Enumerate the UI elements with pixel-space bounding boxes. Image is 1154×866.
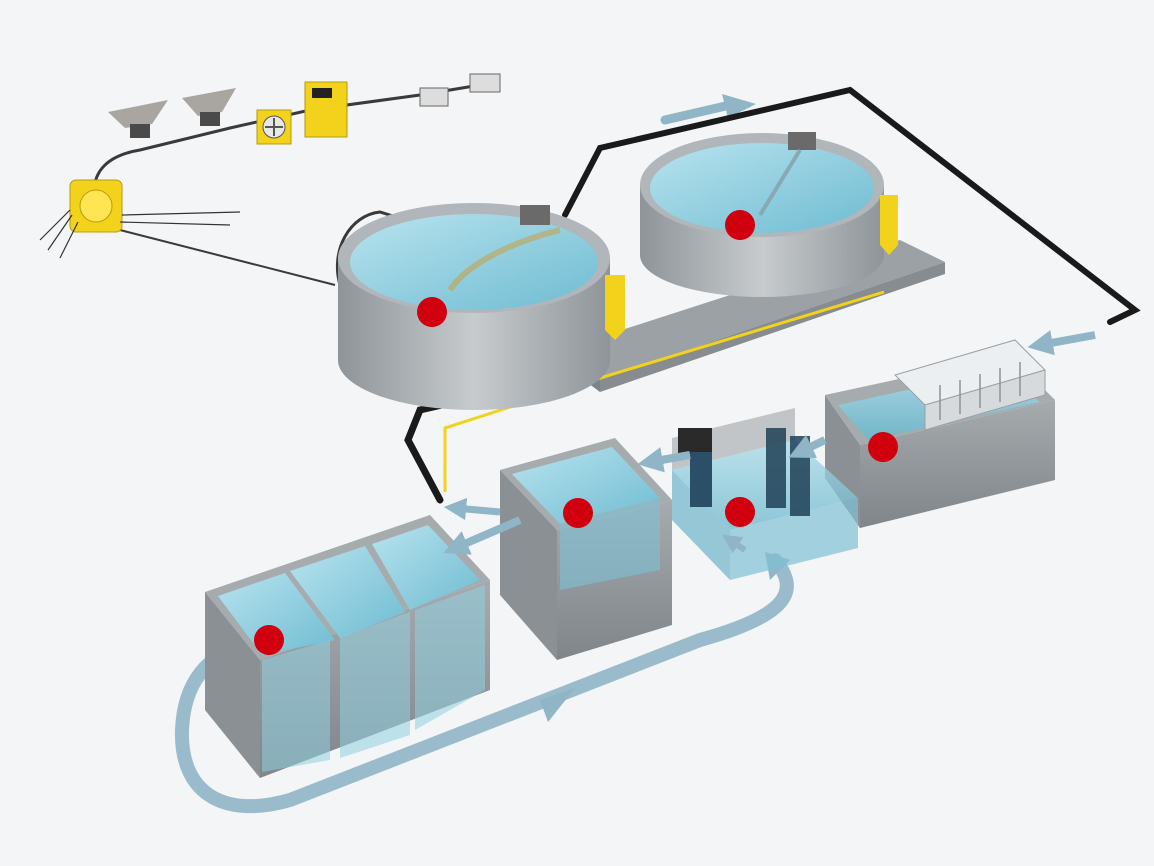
biofilter-box [205,515,490,778]
flow-arrows [443,330,1096,555]
yellow-lamp-icon [39,179,241,259]
control-panel-icon [304,81,348,138]
markers-layer [254,210,898,655]
fan-box-icon [256,109,292,145]
marker-pump-sump-icon[interactable] [725,497,755,527]
top-flow-arrow [660,94,756,125]
marker-tank-1-icon[interactable] [417,297,447,327]
rotary-drum-filter-icon [894,339,1046,431]
marker-biofilter-icon[interactable] [254,625,284,655]
marker-drum-filter-icon[interactable] [868,432,898,462]
round-tank-right [640,132,884,297]
standpipe-icon [605,195,898,340]
feeder-hopper-icon [108,88,236,138]
pump-icon [678,428,712,507]
sump-box [500,438,672,660]
marker-tank-2-icon[interactable] [725,210,755,240]
laptop-icon [419,73,501,107]
marker-sump-icon[interactable] [563,498,593,528]
round-tank-left [338,203,610,410]
